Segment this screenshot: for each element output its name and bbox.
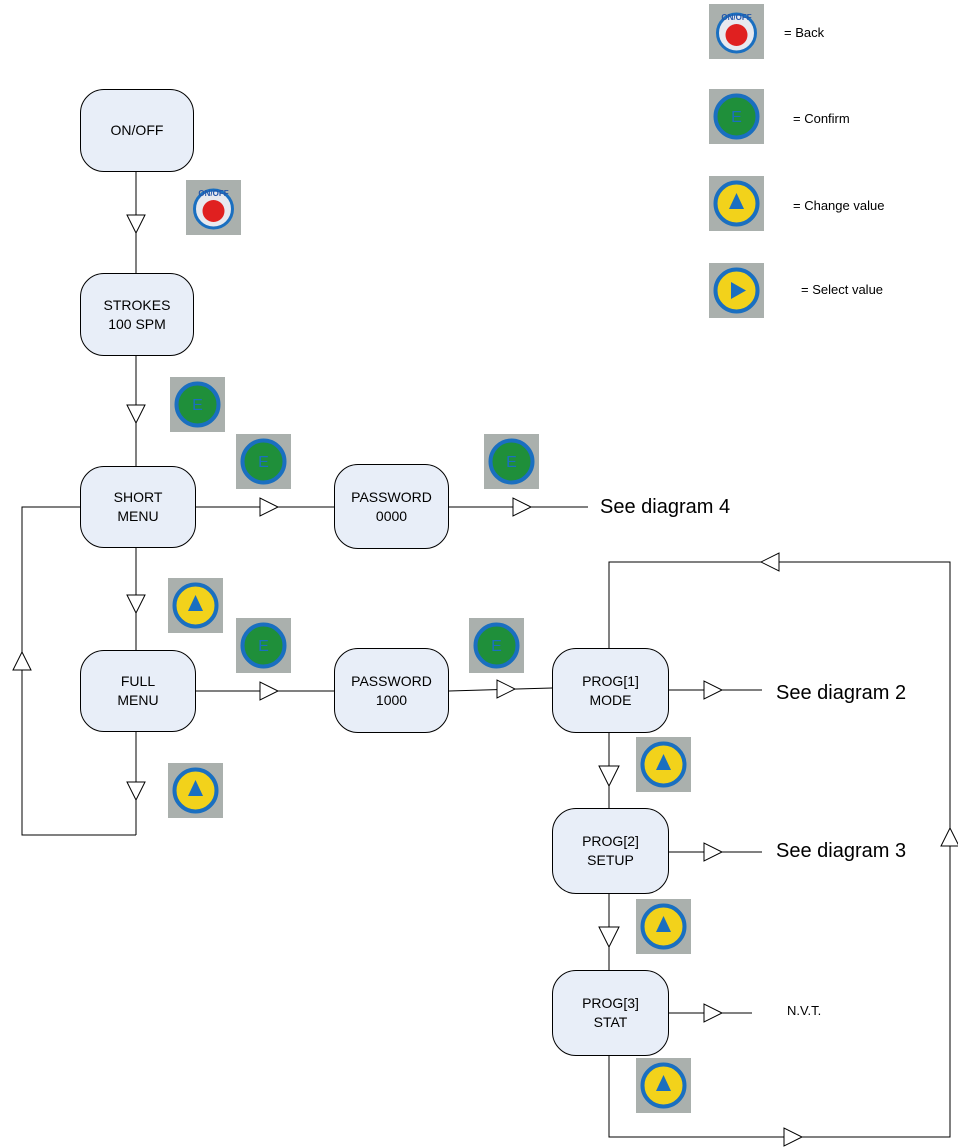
svg-text:E: E [506, 454, 517, 471]
legend-select-value-icon [709, 263, 764, 318]
node-strokes: STROKES 100 SPM [80, 273, 194, 356]
change-value-button-icon [168, 578, 223, 633]
svg-text:E: E [258, 638, 269, 655]
svg-text:ON/OFF: ON/OFF [721, 13, 751, 22]
change-value-button-icon [168, 763, 223, 818]
node-password-short: PASSWORD 0000 [334, 464, 449, 549]
legend-confirm-icon: E [709, 89, 764, 144]
node-prog3-stat: PROG[3] STAT [552, 970, 669, 1056]
legend-change-value-label: = Change value [793, 198, 885, 213]
legend-back-icon: ON/OFF [709, 4, 764, 59]
node-onoff: ON/OFF [80, 89, 194, 172]
label-see-diagram-3: See diagram 3 [776, 840, 907, 862]
confirm-button-icon: E [236, 618, 291, 673]
node-prog2-setup: PROG[2] SETUP [552, 808, 669, 894]
change-value-button-icon [636, 1058, 691, 1113]
change-value-button-icon [636, 737, 691, 792]
svg-text:E: E [491, 638, 502, 655]
svg-text:ON/OFF: ON/OFF [198, 189, 228, 198]
onoff-button-icon: ON/OFF [186, 180, 241, 235]
label-see-diagram-4: See diagram 4 [600, 496, 731, 518]
svg-text:E: E [192, 397, 203, 414]
confirm-button-icon: E [236, 434, 291, 489]
change-value-button-icon [636, 899, 691, 954]
confirm-button-icon: E [469, 618, 524, 673]
legend-select-value-label: = Select value [801, 282, 884, 297]
node-prog1-mode: PROG[1] MODE [552, 648, 669, 733]
legend-change-value-icon [709, 176, 764, 231]
node-full-menu: FULL MENU [80, 650, 196, 732]
node-password-full: PASSWORD 1000 [334, 648, 449, 733]
confirm-button-icon: E [484, 434, 539, 489]
node-short-menu: SHORT MENU [80, 466, 196, 548]
confirm-button-icon: E [170, 377, 225, 432]
label-see-diagram-2: See diagram 2 [776, 682, 907, 704]
svg-text:E: E [258, 454, 269, 471]
legend-back-label: = Back [784, 25, 825, 40]
label-nvt: N.V.T. [787, 1003, 822, 1018]
legend-confirm-label: = Confirm [793, 111, 850, 126]
svg-text:E: E [731, 109, 742, 126]
